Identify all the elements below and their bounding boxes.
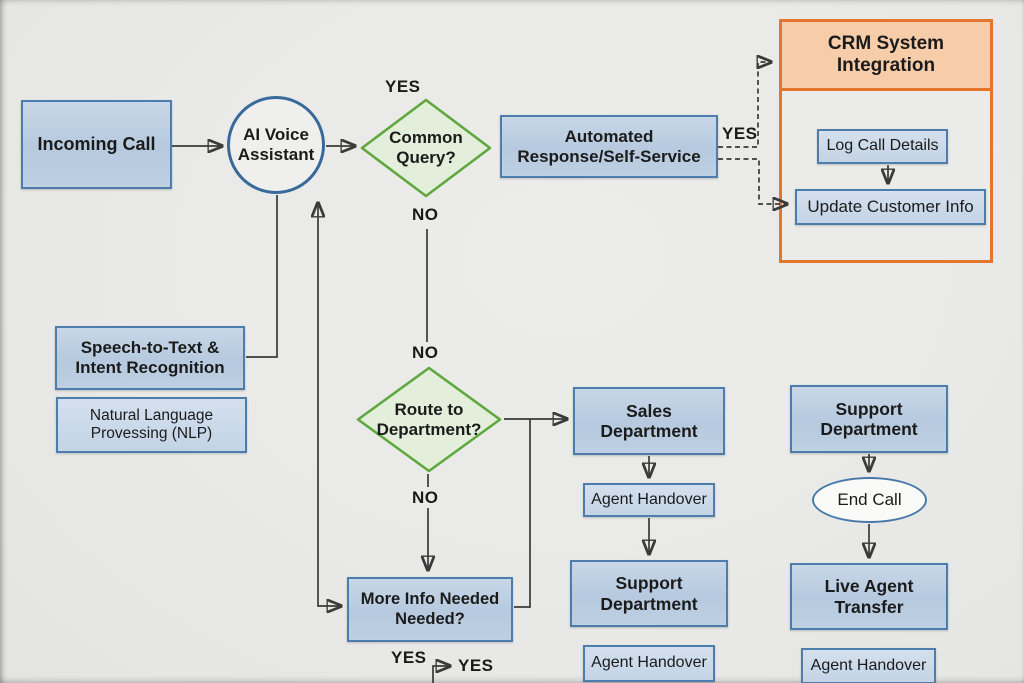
edge-label-no-common: NO <box>412 205 439 224</box>
node-agent-handover-mid: Agent Handover <box>583 645 715 682</box>
log-call-details-label: Log Call Details <box>826 137 939 155</box>
node-support-department-mid: Support Department <box>570 560 728 627</box>
node-agent-handover-sales: Agent Handover <box>583 483 715 517</box>
node-nlp: Natural Language Provessing (NLP) <box>56 397 247 453</box>
common-query-label: Common Query? <box>389 128 463 167</box>
speech-intent-label: Speech-to-Text & Intent Recognition <box>75 338 225 377</box>
node-update-customer-info: Update Customer Info <box>795 189 986 225</box>
route-department-label: Route to Department? <box>376 399 482 439</box>
support-department-right-label: Support Department <box>820 398 918 439</box>
node-automated-response: Automated Response/Self-Service <box>500 115 718 178</box>
node-agent-handover-right: Agent Handover <box>801 648 936 683</box>
dashed-arrow-automated-to-update-info <box>718 158 787 204</box>
edge-label-yes-more-info-left: YES <box>391 648 427 667</box>
agent-handover-right-label: Agent Handover <box>810 656 927 674</box>
incoming-call-label: Incoming Call <box>37 133 156 154</box>
agent-handover-mid-label: Agent Handover <box>591 654 707 672</box>
common-query-diamond-shape <box>360 98 492 198</box>
update-customer-info-label: Update Customer Info <box>807 197 974 217</box>
support-department-mid-label: Support Department <box>600 573 698 614</box>
edge-label-yes-common: YES <box>385 77 421 96</box>
node-common-query-decision: Common Query? <box>360 98 492 198</box>
node-end-call: End Call <box>812 477 927 523</box>
sales-department-label: Sales Department <box>600 400 698 441</box>
edge-label-yes-more-info-right: YES <box>458 656 494 675</box>
node-incoming-call: Incoming Call <box>21 100 172 189</box>
edge-label-yes-crm: YES <box>722 124 758 143</box>
node-log-call-details: Log Call Details <box>817 129 948 164</box>
node-route-department-decision: Route to Department? <box>356 366 502 473</box>
edge-label-no-route-in: NO <box>412 343 439 362</box>
live-agent-transfer-label: Live Agent Transfer <box>824 576 914 617</box>
ai-voice-assistant-label: AI Voice Assistant <box>237 125 315 164</box>
node-live-agent-transfer: Live Agent Transfer <box>790 563 948 630</box>
node-more-info-needed: More Info Needed Needed? <box>347 577 513 642</box>
route-department-diamond-shape <box>356 366 502 473</box>
agent-handover-sales-label: Agent Handover <box>591 490 707 508</box>
node-support-department-right: Support Department <box>790 385 948 453</box>
arrow-feedback-loop-to-assistant <box>318 203 341 606</box>
crm-integration-title: CRM System Integration <box>827 32 945 76</box>
line-branch-to-more-info <box>514 419 531 608</box>
line-assistant-to-speech <box>246 195 278 358</box>
node-ai-voice-assistant: AI Voice Assistant <box>227 96 325 194</box>
edge-label-no-route-out: NO <box>412 488 439 507</box>
more-info-needed-label: More Info Needed Needed? <box>360 590 500 628</box>
arrow-more-info-yes-elbow <box>432 666 450 683</box>
automated-response-label: Automated Response/Self-Service <box>517 126 701 166</box>
crm-integration-header: CRM System Integration <box>782 22 990 91</box>
dashed-arrow-automated-to-crm <box>718 62 771 148</box>
end-call-label: End Call <box>837 490 902 510</box>
node-sales-department: Sales Department <box>573 387 725 455</box>
nlp-label: Natural Language Provessing (NLP) <box>89 406 214 442</box>
node-speech-intent: Speech-to-Text & Intent Recognition <box>55 326 245 390</box>
